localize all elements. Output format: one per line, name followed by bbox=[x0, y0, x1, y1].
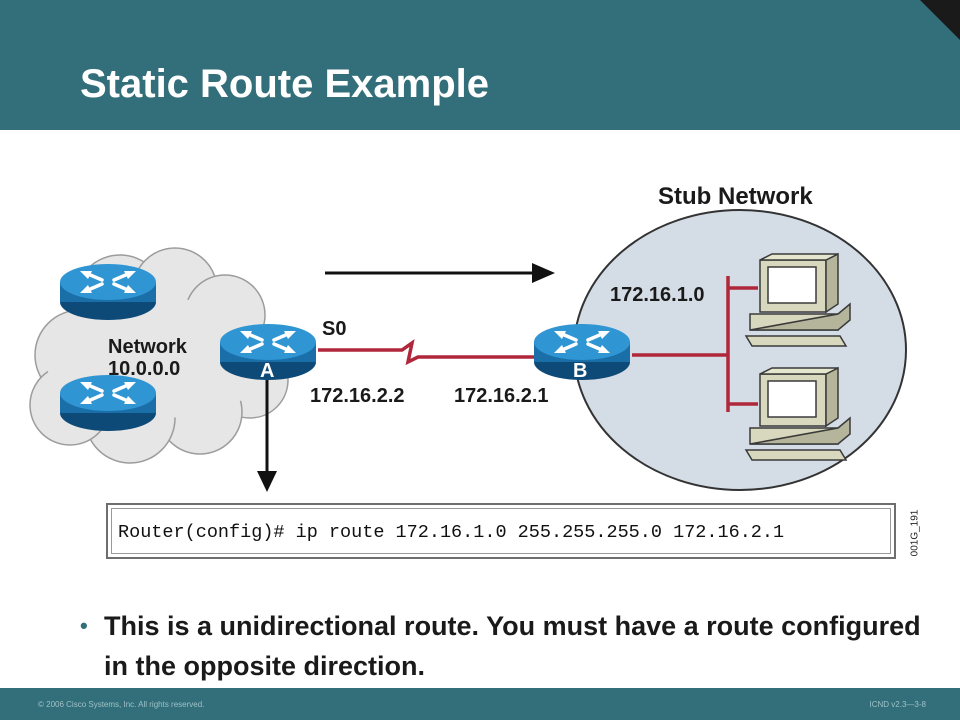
bullet-dot: • bbox=[80, 613, 88, 638]
figure-id: 001G_191 bbox=[900, 500, 930, 566]
router-b-label: B bbox=[573, 360, 588, 382]
down-arrow-icon bbox=[257, 380, 277, 492]
command-box: Router(config)# ip route 172.16.1.0 255.… bbox=[106, 503, 896, 559]
lan-segment bbox=[632, 276, 758, 412]
interface-label: S0 bbox=[322, 318, 347, 340]
network-label: Network bbox=[108, 336, 187, 358]
copyright-text: © 2006 Cisco Systems, Inc. All rights re… bbox=[38, 700, 205, 709]
page-reference: ICND v2.3—3-8 bbox=[869, 700, 926, 709]
command-box-inner bbox=[111, 508, 891, 554]
ip-a-label: 172.16.2.2 bbox=[310, 385, 405, 407]
router-a-label: A bbox=[260, 360, 275, 382]
network-diagram bbox=[29, 209, 907, 492]
router-icon bbox=[58, 373, 158, 433]
arrow-icon bbox=[325, 263, 555, 283]
ip-b-label: 172.16.2.1 bbox=[454, 385, 549, 407]
title-bar: Static Route Example bbox=[0, 0, 960, 130]
footer-bar: © 2006 Cisco Systems, Inc. All rights re… bbox=[0, 688, 960, 720]
router-icon bbox=[58, 262, 158, 322]
network-address-label: 10.0.0.0 bbox=[108, 358, 181, 380]
serial-link bbox=[318, 339, 535, 366]
slide-title: Static Route Example bbox=[80, 62, 490, 106]
ip-route-command: Router(config)# ip route 172.16.1.0 255.… bbox=[118, 522, 785, 543]
stub-network-label: Stub Network bbox=[658, 183, 813, 210]
corner-decoration bbox=[920, 0, 960, 40]
bullet-text: This is a unidirectional route. You must… bbox=[104, 611, 921, 681]
figure-id-text: 001G_191 bbox=[909, 509, 921, 557]
stub-subnet-label: 172.16.1.0 bbox=[610, 284, 705, 306]
